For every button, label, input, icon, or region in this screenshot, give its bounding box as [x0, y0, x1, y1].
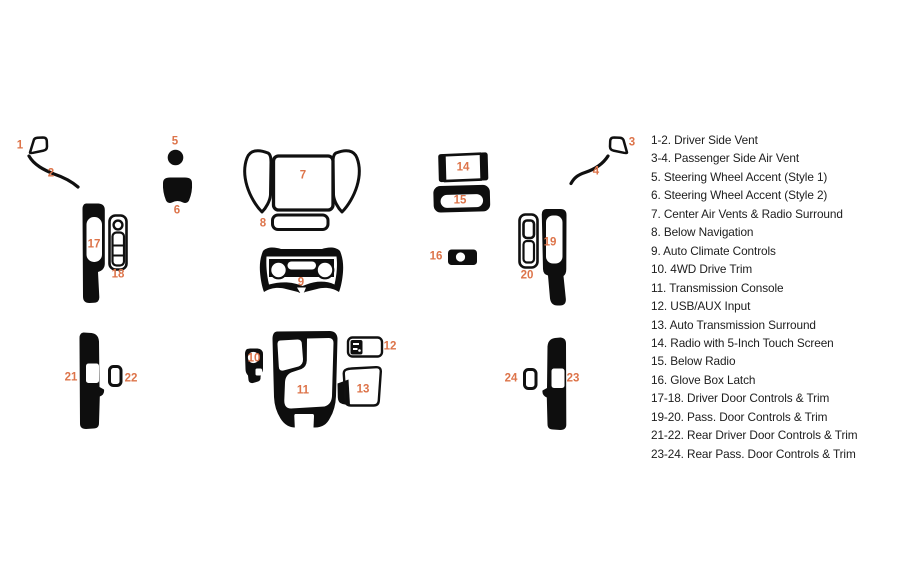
callout-4: 4	[592, 165, 600, 178]
legend-item: 17-18. Driver Door Controls & Trim	[651, 391, 830, 406]
radio-opening	[271, 154, 335, 212]
callout-11: 11	[296, 384, 310, 397]
left-wing	[243, 149, 273, 214]
legend-item: 21-22. Rear Driver Door Controls & Trim	[651, 428, 858, 443]
part-9-climate-controls	[259, 247, 344, 295]
callout-7: 7	[299, 169, 307, 182]
callout-22: 22	[124, 372, 138, 385]
legend-item: 1-2. Driver Side Vent	[651, 133, 758, 147]
part-14-radio-surround	[438, 152, 489, 183]
part-15-below-radio	[433, 184, 491, 213]
main-opening	[284, 338, 334, 409]
legend: 1-2. Driver Side Vent 3-4. Passenger Sid…	[651, 131, 896, 463]
callout-14: 14	[456, 161, 470, 174]
callout-21: 21	[64, 371, 78, 384]
callout-1: 1	[16, 139, 24, 152]
legend-item: 5. Steering Wheel Accent (Style 1)	[651, 169, 828, 184]
callout-19: 19	[543, 236, 557, 249]
callout-24: 24	[504, 372, 518, 385]
legend-item: 19-20. Pass. Door Controls & Trim	[651, 409, 828, 424]
part-6-steering-accent-2	[162, 177, 193, 203]
legend-item: 7. Center Air Vents & Radio Surround	[651, 206, 843, 221]
part-21-rear-driver-door-controls	[79, 332, 105, 429]
part-4-passenger-vent-trim	[569, 154, 610, 186]
callout-12: 12	[383, 340, 397, 353]
surround-outline	[342, 365, 382, 407]
part-5-steering-accent-1	[167, 149, 184, 166]
part-23-rear-passenger-door-controls	[542, 337, 567, 430]
part-20-passenger-window-switch	[518, 213, 539, 269]
callout-17: 17	[87, 238, 101, 251]
legend-item: 3-4. Passenger Side Air Vent	[651, 151, 800, 166]
part-12-usb-aux-input	[346, 336, 384, 358]
part-16-glove-box-latch	[448, 249, 477, 265]
part-11-transmission-console	[272, 331, 338, 428]
legend-item: 10. 4WD Drive Trim	[651, 262, 753, 277]
part-3-passenger-side-vent	[608, 136, 629, 155]
callout-10: 10	[247, 352, 261, 365]
legend-item: 11. Transmission Console	[651, 280, 784, 295]
callout-2: 2	[47, 167, 55, 180]
part-18-driver-window-switch	[108, 214, 128, 271]
legend-item: 23-24. Rear Pass. Door Controls & Trim	[651, 446, 856, 461]
knob-right	[315, 260, 335, 280]
callout-15: 15	[453, 194, 467, 207]
legend-item: 16. Glove Box Latch	[651, 372, 756, 387]
gear-window	[277, 339, 304, 371]
bottom-notch	[294, 414, 314, 428]
part-19-passenger-door-controls	[541, 209, 567, 306]
callout-8: 8	[259, 217, 267, 230]
part-13-transmission-surround	[337, 365, 382, 407]
callout-3: 3	[628, 136, 636, 149]
bottom-notch	[297, 287, 306, 295]
callout-5: 5	[171, 135, 179, 148]
right-wing	[331, 149, 361, 214]
part-8-below-navigation	[271, 213, 330, 231]
part-10-4wd-drive-trim	[245, 348, 263, 384]
callout-13: 13	[356, 383, 370, 396]
callout-16: 16	[429, 250, 443, 263]
callout-18: 18	[111, 268, 125, 281]
callout-6: 6	[173, 204, 181, 217]
callout-20: 20	[520, 269, 534, 282]
knob-left	[269, 260, 288, 280]
legend-item: 12. USB/AUX Input	[651, 299, 751, 314]
legend-item: 8. Below Navigation	[651, 225, 754, 240]
callout-9: 9	[297, 276, 305, 289]
part-17-driver-door-controls	[82, 203, 105, 303]
callout-23: 23	[566, 372, 580, 385]
part-22-rear-driver-switch-bezel	[108, 365, 123, 387]
part-1-driver-side-vent	[28, 136, 49, 155]
part-7-center-vents-radio-surround	[243, 149, 361, 214]
part-24-rear-passenger-switch-bezel	[523, 368, 538, 390]
part-2-driver-vent-trim	[27, 154, 80, 189]
legend-item: 9. Auto Climate Controls	[651, 243, 776, 258]
legend-item: 6. Steering Wheel Accent (Style 2)	[651, 188, 828, 203]
display-slot	[287, 261, 316, 270]
side-piece	[337, 379, 350, 406]
legend-item: 13. Auto Transmission Surround	[651, 317, 816, 332]
legend-item: 15. Below Radio	[651, 354, 736, 369]
legend-item: 14. Radio with 5-Inch Touch Screen	[651, 335, 834, 350]
